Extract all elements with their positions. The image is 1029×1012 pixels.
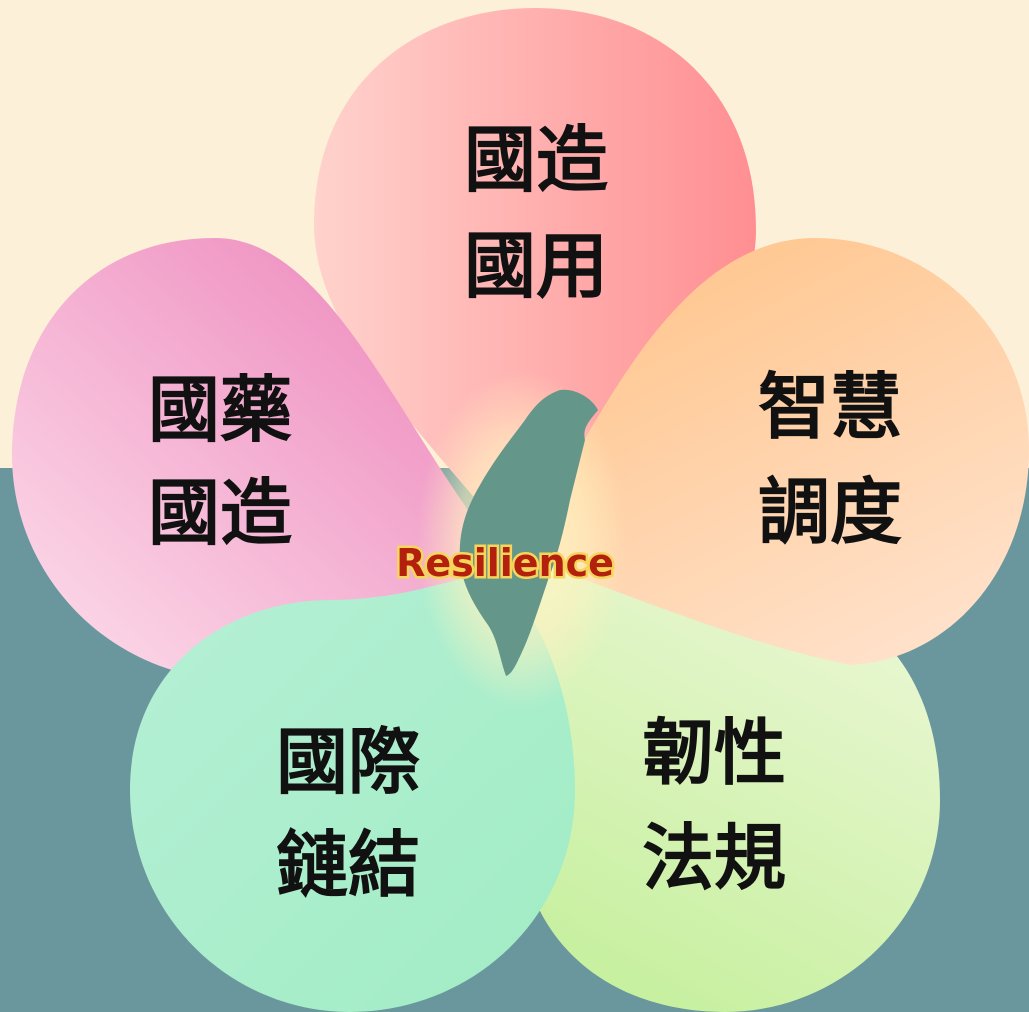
petal-top-label: 國造 國用: [464, 118, 608, 308]
petal-bottom-right-label: 韌性 法規: [642, 711, 786, 900]
petal-bottom-right: [519, 560, 940, 1012]
petal-left-line-1: 國藥: [148, 368, 292, 452]
petal-left: [12, 238, 505, 680]
petal-right-line-1: 智慧: [758, 365, 902, 449]
petal-right-label: 智慧 調度: [758, 365, 902, 554]
center-label: Resilience: [396, 541, 614, 585]
petal-bottom-left-label: 國際 鏈結: [276, 720, 420, 907]
petal-top-line-2: 國用: [464, 224, 608, 308]
petal-bottom-left-line-1: 國際: [276, 720, 420, 804]
petal-top-line-1: 國造: [464, 118, 608, 202]
petal-left-label: 國藥 國造: [148, 368, 292, 555]
taiwan-island-icon: [459, 389, 598, 676]
petal-right-line-2: 調度: [758, 470, 902, 554]
petal-bottom-right-line-1: 韌性: [642, 711, 786, 795]
petal-right: [515, 238, 1029, 665]
petal-left-line-2: 國造: [148, 471, 292, 555]
petal-bottom-right-line-2: 法規: [642, 816, 786, 900]
petal-bottom-left-line-2: 鏈結: [276, 823, 420, 907]
